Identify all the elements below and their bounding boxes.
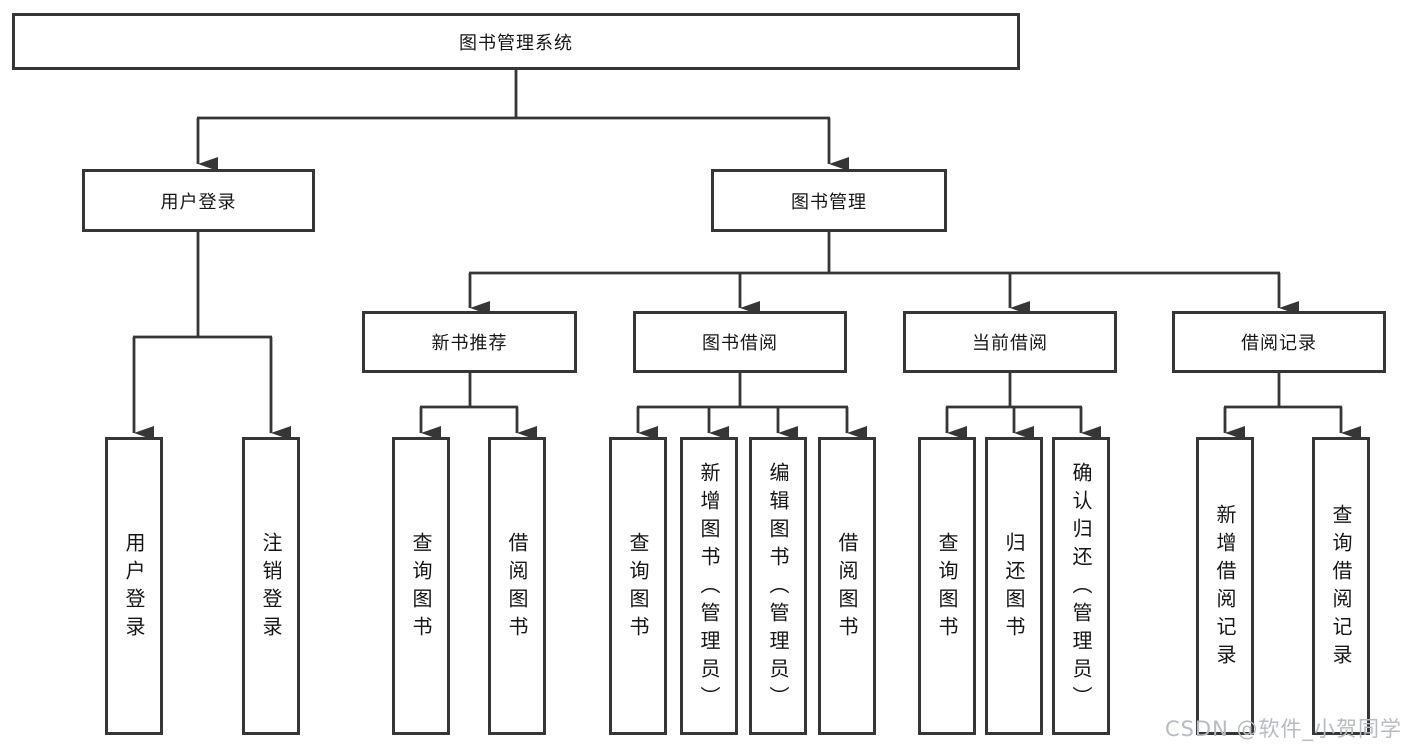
- node-new-book-recommend: 新书推荐: [362, 311, 577, 373]
- csdn-watermark: CSDN @软件_小贺同学: [1164, 717, 1402, 741]
- leaf-current-confirm-return-admin: 确认归还（管理员）: [1052, 437, 1110, 735]
- node-user-login: 用户登录: [82, 169, 315, 232]
- node-library-management-system: 图书管理系统: [12, 13, 1020, 70]
- leaf-current-query-books: 查询图书: [918, 437, 976, 735]
- node-borrow-records: 借阅记录: [1172, 311, 1386, 373]
- leaf-recommend-query-books: 查询图书: [392, 437, 450, 735]
- node-book-management: 图书管理: [711, 169, 947, 232]
- leaf-current-return-books: 归还图书: [985, 437, 1043, 735]
- leaf-borrowing-edit-books-admin: 编辑图书（管理员）: [749, 437, 807, 735]
- leaf-borrowing-query-books: 查询图书: [609, 437, 667, 735]
- leaf-recommend-borrow-books: 借阅图书: [488, 437, 546, 735]
- leaf-logout-login: 注销登录: [242, 437, 300, 735]
- leaf-borrowing-borrow-books: 借阅图书: [818, 437, 876, 735]
- leaf-user-login: 用户登录: [105, 437, 163, 735]
- leaf-records-add-borrow-record: 新增借阅记录: [1196, 437, 1254, 735]
- node-book-borrowing: 图书借阅: [633, 311, 847, 373]
- leaf-borrowing-add-books-admin: 新增图书（管理员）: [680, 437, 738, 735]
- node-current-borrowing: 当前借阅: [903, 311, 1117, 373]
- leaf-records-query-borrow-record: 查询借阅记录: [1312, 437, 1370, 735]
